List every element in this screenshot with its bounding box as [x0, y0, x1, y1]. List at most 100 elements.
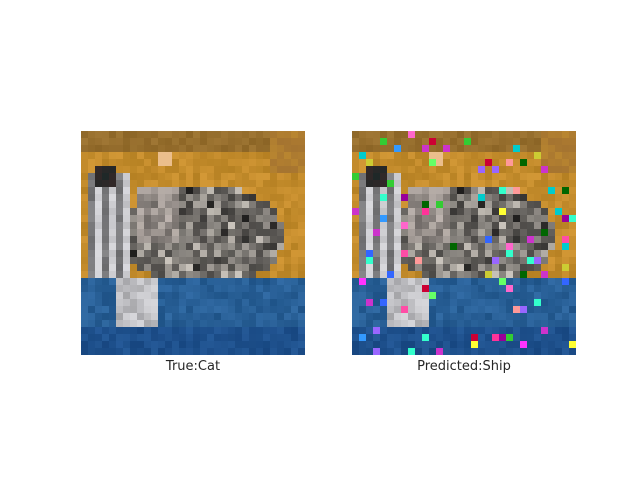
image-pixel [186, 334, 194, 342]
image-pixel [221, 138, 229, 146]
image-pixel [429, 278, 437, 286]
image-pixel [450, 159, 458, 167]
image-pixel [256, 271, 264, 279]
image-pixel [235, 131, 243, 139]
image-pixel [193, 201, 201, 209]
image-pixel [95, 306, 103, 314]
image-pixel [352, 159, 360, 167]
image-pixel [429, 257, 437, 265]
image-pixel [534, 131, 542, 139]
image-pixel [548, 334, 556, 342]
image-pixel [401, 306, 409, 314]
image-pixel [429, 145, 437, 153]
image-pixel [408, 159, 416, 167]
image-pixel [207, 327, 215, 335]
image-pixel [81, 173, 89, 181]
image-pixel [200, 250, 208, 258]
image-pixel [387, 159, 395, 167]
image-pixel [200, 138, 208, 146]
image-pixel [88, 285, 96, 293]
image-pixel [256, 334, 264, 342]
image-pixel [429, 194, 437, 202]
image-pixel [520, 278, 528, 286]
image-pixel [277, 173, 285, 181]
image-pixel [492, 180, 500, 188]
image-pixel [207, 138, 215, 146]
image-pixel [457, 194, 465, 202]
image-pixel [401, 341, 409, 349]
image-pixel [228, 180, 236, 188]
image-pixel [123, 173, 131, 181]
image-pixel [151, 243, 159, 251]
image-pixel [394, 271, 402, 279]
image-pixel [88, 208, 96, 216]
image-pixel [284, 264, 292, 272]
image-pixel [401, 131, 409, 139]
image-pixel [534, 257, 542, 265]
image-pixel [123, 334, 131, 342]
image-pixel [380, 320, 388, 328]
image-pixel [263, 131, 271, 139]
image-pixel [291, 264, 299, 272]
image-pixel [221, 187, 229, 195]
image-pixel [408, 173, 416, 181]
image-pixel [298, 278, 305, 286]
image-pixel [214, 250, 222, 258]
image-pixel [256, 194, 264, 202]
image-pixel [158, 229, 166, 237]
image-pixel [478, 138, 486, 146]
image-pixel [109, 271, 117, 279]
image-pixel [492, 229, 500, 237]
image-pixel [541, 334, 549, 342]
image-pixel [492, 222, 500, 230]
image-pixel [249, 264, 257, 272]
image-pixel [207, 152, 215, 160]
image-pixel [352, 194, 360, 202]
image-pixel [408, 152, 416, 160]
image-pixel [443, 334, 451, 342]
image-pixel [151, 327, 159, 335]
image-pixel [179, 348, 187, 355]
image-pixel [520, 166, 528, 174]
image-pixel [394, 348, 402, 355]
image-pixel [109, 145, 117, 153]
image-pixel [422, 327, 430, 335]
image-pixel [513, 271, 521, 279]
image-pixel [401, 292, 409, 300]
image-pixel [102, 145, 110, 153]
image-pixel [102, 152, 110, 160]
image-pixel [394, 159, 402, 167]
image-pixel [366, 229, 374, 237]
image-pixel [165, 299, 173, 307]
image-pixel [352, 152, 360, 160]
image-pixel [158, 264, 166, 272]
image-pixel [436, 152, 444, 160]
image-pixel [81, 250, 89, 258]
image-pixel [422, 320, 430, 328]
image-pixel [109, 152, 117, 160]
image-pixel [214, 285, 222, 293]
image-pixel [256, 285, 264, 293]
image-pixel [380, 264, 388, 272]
image-pixel [144, 236, 152, 244]
image-pixel [221, 194, 229, 202]
image-pixel [387, 348, 395, 355]
image-pixel [109, 299, 117, 307]
image-pixel [394, 131, 402, 139]
image-pixel [158, 180, 166, 188]
image-pixel [464, 187, 472, 195]
image-pixel [158, 138, 166, 146]
image-pixel [562, 236, 570, 244]
image-pixel [207, 334, 215, 342]
image-pixel [352, 201, 360, 209]
image-pixel [366, 173, 374, 181]
image-pixel [527, 334, 535, 342]
image-pixel [366, 257, 374, 265]
image-pixel [562, 250, 570, 258]
image-pixel [116, 229, 124, 237]
image-pixel [352, 229, 360, 237]
image-pixel [158, 285, 166, 293]
image-pixel [95, 215, 103, 223]
image-pixel [527, 292, 535, 300]
image-pixel [380, 327, 388, 335]
